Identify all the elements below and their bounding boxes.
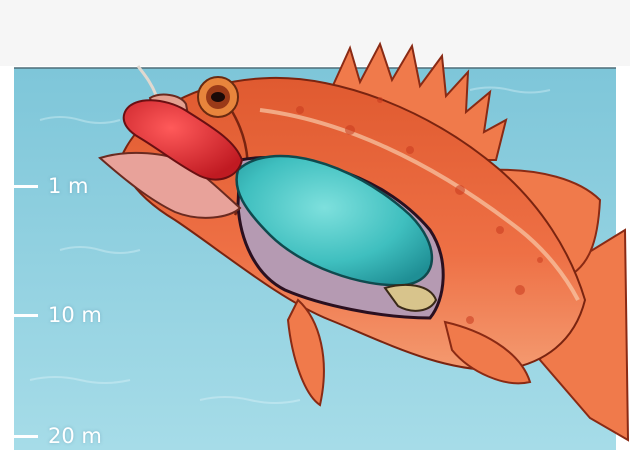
depth-marker-1m: 1 m [14, 174, 89, 198]
depth-marker-20m: 20 m [14, 424, 102, 448]
depth-marker-10m: 10 m [14, 303, 102, 327]
depth-label-text: 10 m [48, 303, 102, 327]
depth-label-text: 1 m [48, 174, 89, 198]
depth-tick [14, 185, 38, 188]
depth-tick [14, 435, 38, 438]
sky-background [0, 0, 630, 66]
eye-pupil [211, 92, 225, 102]
depth-label-text: 20 m [48, 424, 102, 448]
depth-tick [14, 314, 38, 317]
